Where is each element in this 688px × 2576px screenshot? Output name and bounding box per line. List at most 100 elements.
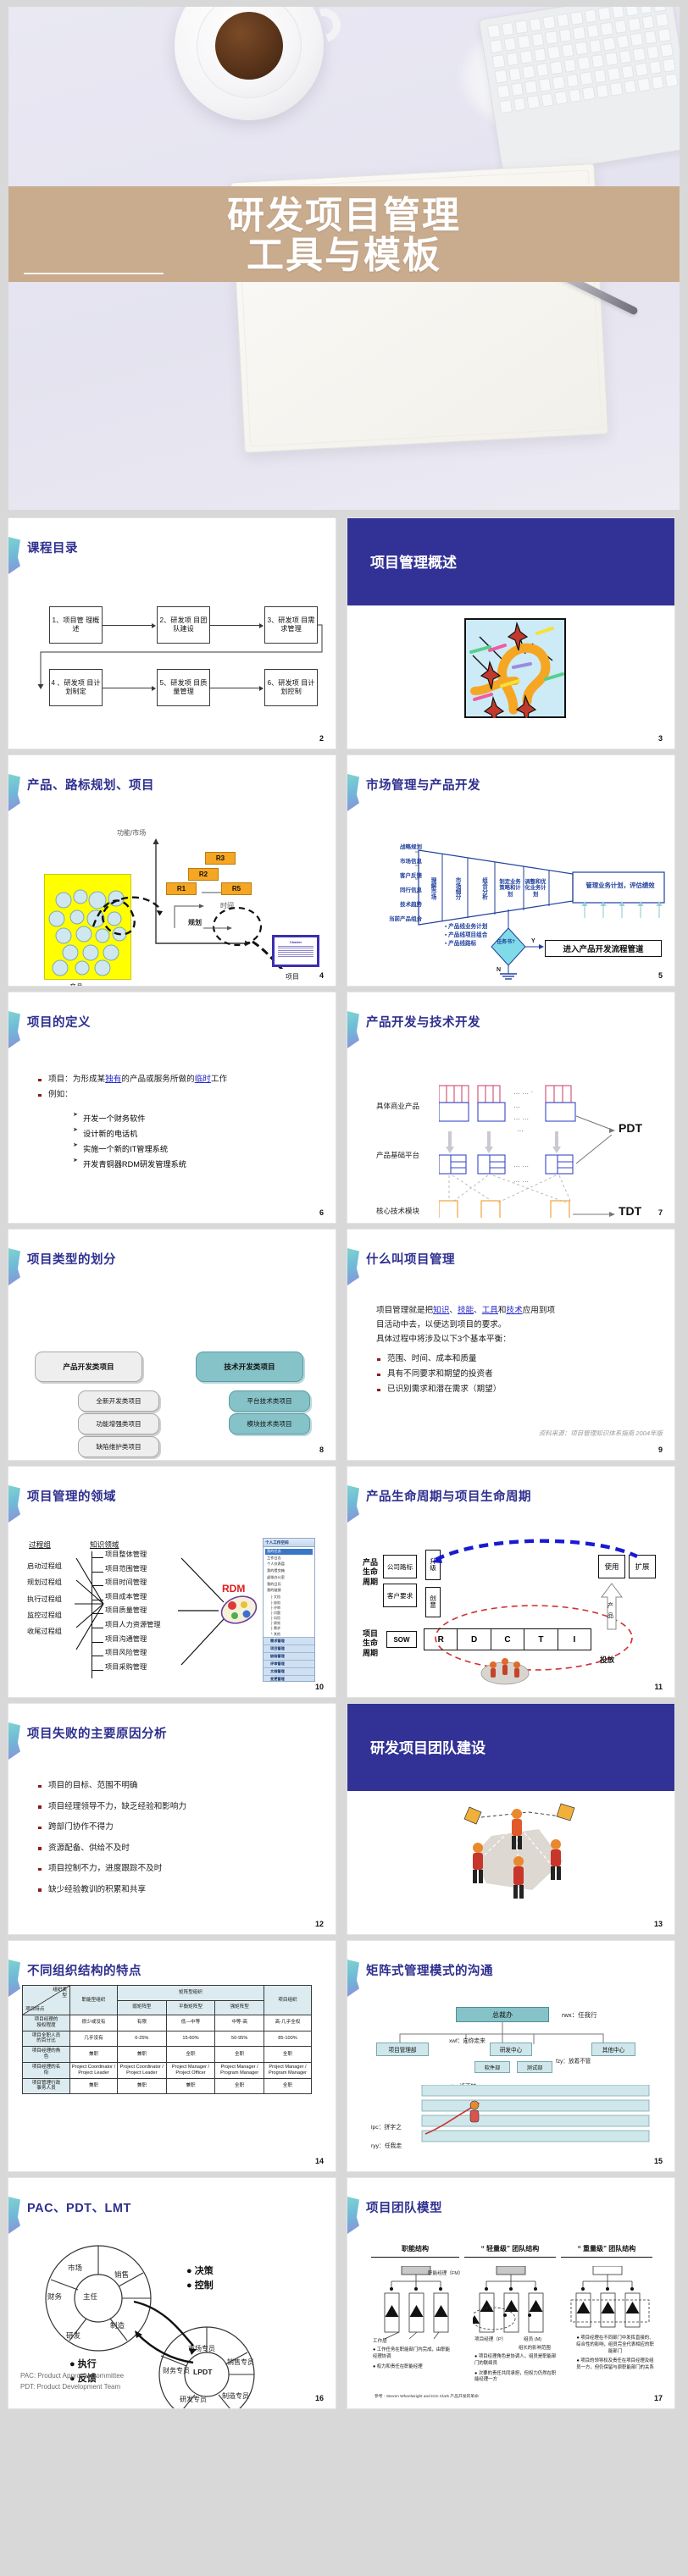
tree-node-6[interactable]: ├ 绩效 <box>270 1621 280 1626</box>
tree-node-5[interactable]: ├ 风险 <box>270 1616 280 1621</box>
note-h-2: ● 项目的领导权及责任在项目经理及组员一方，但仍保留与原职能部门的关系 <box>576 2358 654 2371</box>
slide-decoration <box>8 1485 20 1523</box>
knowledge-area-3: 项目时间管理 <box>92 1579 161 1594</box>
slide-thumbnail-9[interactable]: 什么叫项目管理 项目管理就是把知识、技能、工具和技术应用到项 目活动中去，以便达… <box>347 1230 674 1460</box>
slide-thumbnail-5[interactable]: 市场管理与产品开发 战略规划 市场信息 客户反馈 同行信息 技术趋势 当前产品组… <box>347 755 674 986</box>
wheel1-market: 市场 <box>68 2264 83 2272</box>
label-work-layer: 工作层 <box>373 2339 387 2344</box>
slide-thumbnail-16[interactable]: PAC、PDT、LMT 市场 销售 制造 研发 财务 主任 <box>8 2178 336 2408</box>
link-knowledge[interactable]: 知识 <box>433 1306 450 1315</box>
col-header-balanced: 平衡矩阵型 <box>165 1999 216 2015</box>
module-6[interactable]: 变更管理 <box>264 1674 314 1681</box>
table-corner-cell: 组织类 型 项目特点 <box>22 1985 70 2015</box>
release-R1: R1 <box>166 882 197 895</box>
definition-bullet-1: 项目：为形成某独有的产品或服务所做的临时工作 <box>37 1075 324 1084</box>
label-project-manager: 项目经理（P） <box>474 2337 507 2342</box>
table-row: 项目管理行政 事务人员 兼职 兼职 兼职 全职 全职 <box>22 2077 312 2095</box>
tree-node-4[interactable]: ├ 问题 <box>270 1610 280 1615</box>
slide-grid: 课程目录 1、项目管 理概述 2、研发项 目团队建设 3、研发项 目需求管理 4… <box>0 518 688 2417</box>
panel-item-3[interactable]: 个人仪表盘 <box>267 1562 285 1567</box>
note-l-2: ● 次要的责任共同承担，但权力仍然在职能经理一方 <box>474 2370 557 2383</box>
slide-thumbnail-10[interactable]: 项目管理的领域 过程组 知识领域 启动过程组 规划过程组 执行过程组 监控过程组… <box>8 1467 336 1697</box>
tree-node-1[interactable]: ├ 文档 <box>270 1595 280 1600</box>
panel-item-6[interactable]: 我的日历 <box>267 1581 281 1586</box>
axis-label-y: 功能/市场 <box>117 829 147 837</box>
slide-thumbnail-17[interactable]: 项目团队模型 职能结构 “ 轻量级” 团队结构 “ 重量级” 团队结构 职能经理… <box>347 2178 674 2408</box>
cell-role-functional: 兼职 <box>69 2046 118 2063</box>
slide-thumbnail-15[interactable]: 矩阵式管理模式的沟通 总裁办 rwx：任我行 项目管理部 研发中心 其他中心 软… <box>347 1941 674 2171</box>
panel-item-5[interactable]: 虚拟办公室 <box>267 1574 285 1579</box>
process-group-3: 执行过程组 <box>27 1595 62 1603</box>
link-temporary[interactable]: 临时 <box>194 1075 211 1084</box>
page-number: 5 <box>657 971 663 980</box>
slide-thumbnail-12[interactable]: 项目失败的主要原因分析 项目的目标、范围不明确 项目经理领导不力，缺乏经验和影响… <box>8 1704 336 1934</box>
page-number: 10 <box>314 1683 324 1691</box>
knowledge-area-5: 项目质量管理 <box>92 1607 161 1622</box>
slide-thumbnail-13[interactable]: 研发项目团队建设 13 <box>347 1704 674 1934</box>
module-3[interactable]: 缺陷管理 <box>264 1651 314 1660</box>
cell-authority-project: 高-几乎全权 <box>264 2015 312 2032</box>
slide-thumbnail-4[interactable]: 产品、路标规划、项目 功能/市场 时间 产品 <box>8 755 336 986</box>
cell-title-balanced: Project Manager / Project Officer <box>165 2061 216 2079</box>
tree-node-3[interactable]: ├ 评审 <box>270 1605 280 1610</box>
team-model-columns: 职能结构 “ 轻量级” 团队结构 “ 重量级” 团队结构 <box>371 2244 652 2258</box>
team-diagram-functional <box>384 2266 449 2340</box>
pac-decision: ● 决策 <box>186 2266 214 2276</box>
tree-node-7[interactable]: ├ 需求 <box>270 1626 280 1631</box>
slide-thumbnail-6[interactable]: 项目的定义 项目：为形成某独有的产品或服务所做的临时工作 例如： 开发一个财务软… <box>8 992 336 1223</box>
slide-decoration <box>8 2197 20 2234</box>
definition-bullet-2: 例如： <box>37 1090 324 1099</box>
svg-text:… …: … … <box>513 1213 529 1218</box>
legend-xwf: xwf：向你走来 <box>449 2038 485 2044</box>
link-unique[interactable]: 独有 <box>105 1075 122 1084</box>
tag-tdt: TDT <box>619 1204 642 1218</box>
failure-reason-2: 项目经理领导不力，缺乏经验和影响力 <box>37 1802 324 1812</box>
cell-pct-weak: 0-25% <box>117 2030 167 2048</box>
keyboard-keys <box>486 7 680 170</box>
panel-item-2[interactable]: 工作日志 <box>267 1555 281 1560</box>
pac-right-top: ● 决策 ● 控制 <box>186 2264 214 2293</box>
module-4[interactable]: 评审管理 <box>264 1659 314 1667</box>
knowledge-area-9: 项目采购管理 <box>92 1663 161 1678</box>
pm-balance-3: 已识别需求和潜在需求（期望） <box>376 1385 663 1394</box>
module-1[interactable]: 需求管理 <box>264 1636 314 1645</box>
charter-title: Charter <box>289 940 302 944</box>
slide-thumbnail-2[interactable]: 课程目录 1、项目管 理概述 2、研发项 目团队建设 3、研发项 目需求管理 4… <box>8 518 336 749</box>
svg-text:产: 产 <box>608 1601 613 1609</box>
funnel-stages: 理解市场 市场细分 组合分析 制定业务策略和计划 调整和优化业务计划 <box>420 867 578 909</box>
slide-thumbnail-7[interactable]: 产品开发与技术开发 具体商业产品 产品基础平台 核心技术模块 <box>347 992 674 1223</box>
slide-decoration <box>8 1722 20 1760</box>
tree-node-2[interactable]: ├ 缺陷 <box>270 1600 280 1605</box>
svg-text:… …: … … <box>513 1176 529 1184</box>
panel-item-7[interactable]: 我的链接 <box>267 1588 281 1593</box>
link-skills[interactable]: 技能 <box>457 1306 474 1315</box>
flow-box-6: 6、研发项 目计划控制 <box>264 669 318 706</box>
type-item-new: 全新开发类项目 <box>78 1390 159 1412</box>
sow-box: SOW <box>386 1631 417 1648</box>
panel-item-4[interactable]: 我的提交箱 <box>267 1568 285 1573</box>
slide-thumbnail-8[interactable]: 项目类型的划分 产品开发类项目 全新开发类项目 功能增强类项目 缺陷维护类项目 … <box>8 1230 336 1460</box>
page-number: 4 <box>319 971 324 980</box>
funnel-output-3: ▪ 产品线路标 <box>445 941 477 948</box>
module-5[interactable]: 文档管理 <box>264 1667 314 1675</box>
slide-decoration <box>347 1248 359 1285</box>
product-lifecycle-label: 产品 生命 周期 <box>363 1558 379 1586</box>
panel-item-1[interactable]: 我的任务 <box>265 1548 313 1555</box>
link-techniques[interactable]: 技术 <box>506 1306 523 1315</box>
link-tools[interactable]: 工具 <box>481 1306 498 1315</box>
slide-thumbnail-11[interactable]: 产品生命周期与项目生命周期 产品 生命 周期 公司路标 客户要求 升 级 创 意… <box>347 1467 674 1697</box>
lpdt-wheel <box>158 2326 255 2408</box>
cell-title-functional: Project Coordinator / Project Leader <box>69 2061 118 2079</box>
flow-box-5: 5、研发项 目质量管理 <box>157 669 210 706</box>
slide-thumbnail-14[interactable]: 不同组织结构的特点 组织类 型 项目特点 职能型组织 矩阵型组织 项目组织 弱矩… <box>8 1941 336 2171</box>
tree-node-8[interactable]: └ 其他 <box>270 1631 280 1636</box>
extend-box: 扩展 <box>629 1555 656 1578</box>
slide-decoration <box>347 1011 359 1048</box>
team-diagram-lightweight <box>473 2266 544 2333</box>
rdm-app-panel[interactable]: 个人工作空间 我的任务 工作日志 个人仪表盘 我的提交箱 虚拟办公室 我的日历 … <box>263 1538 315 1682</box>
slide-title: PAC、PDT、LMT <box>27 2202 131 2215</box>
process-groups: 启动过程组 规划过程组 执行过程组 监控过程组 收尾过程组 <box>27 1558 62 1640</box>
slide-thumbnail-3[interactable]: 项目管理概述 3 <box>347 518 674 749</box>
page-number: 15 <box>653 2157 663 2165</box>
module-2[interactable]: 项目管理 <box>264 1644 314 1652</box>
